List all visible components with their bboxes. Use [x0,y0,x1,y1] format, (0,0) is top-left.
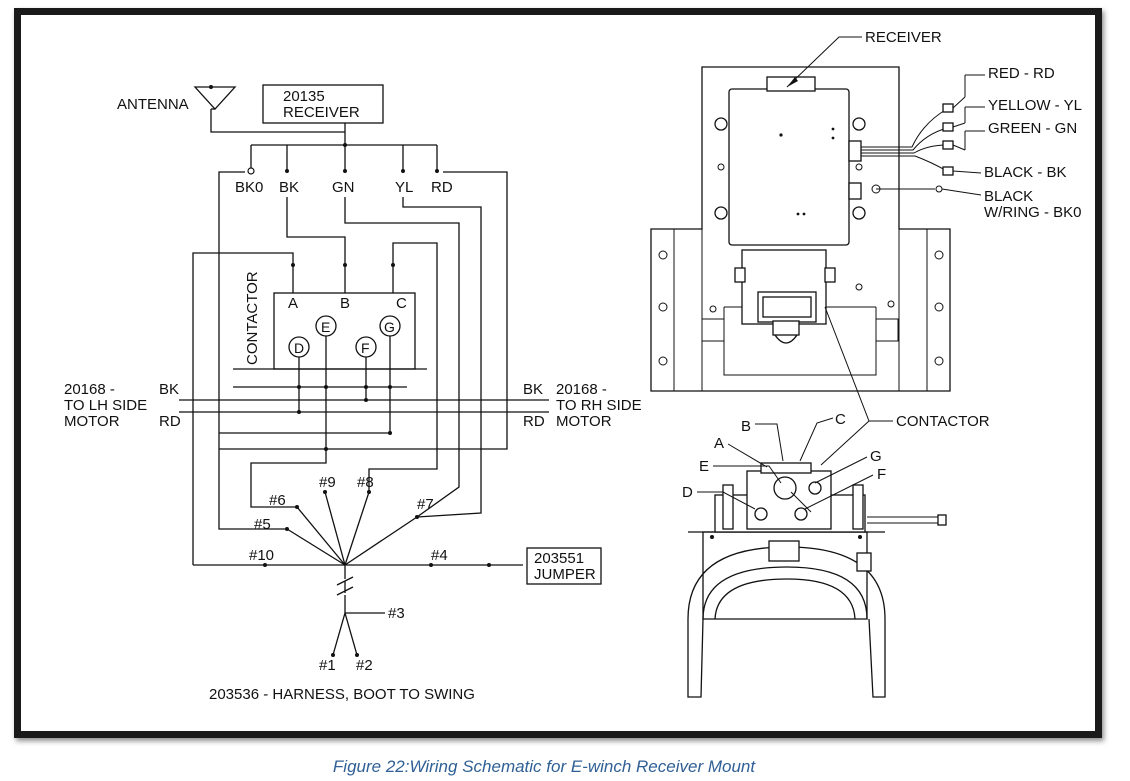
pin-bk0: BK0 [235,179,263,196]
receiver-part-no: 20135 [283,88,325,105]
mount-terminal-d: D [682,484,693,501]
antenna-label: ANTENNA [117,96,189,113]
receiver-unit [714,76,881,246]
mount-terminal-g: G [870,448,882,465]
receiver-leader [786,36,862,88]
wiring-diagram: ANTENNA 20135 RECEIVER BK0 BK GN YL RD [64,29,1082,703]
harness-pin-8: #8 [357,474,374,491]
wire-label-black-ring-2: W/RING - BK0 [984,204,1082,221]
motor-lines [179,386,549,413]
contactor-assembly [687,462,947,698]
contactor-label: CONTACTOR [244,271,261,365]
left-motor-part: 20168 - [64,381,115,398]
terminal-d: D [294,340,304,356]
schematic: ANTENNA 20135 RECEIVER BK0 BK GN YL RD [64,84,642,703]
connector-block [709,249,895,344]
harness-pin-9: #9 [319,474,336,491]
harness-pin-2: #2 [356,657,373,674]
contactor-leader [820,306,893,466]
receiver-wires [192,171,508,565]
left-motor-rd: RD [159,413,181,430]
harness-pin-5: #5 [254,516,271,533]
terminal-a: A [288,295,298,312]
right-motor-line2: TO RH SIDE [556,397,642,414]
wire-label-green: GREEN - GN [988,120,1077,137]
terminal-b: B [340,295,350,312]
terminal-f: F [361,340,370,356]
figure-frame: ANTENNA 20135 RECEIVER BK0 BK GN YL RD [14,8,1102,738]
terminal-leaders [697,417,874,510]
contactor-callout: CONTACTOR [896,413,990,430]
jumper-box [526,547,602,585]
terminal-wires [219,336,392,451]
receiver-box [262,84,384,124]
harness-pin-10: #10 [249,547,274,564]
left-motor-line3: MOTOR [64,413,120,430]
wire-label-red: RED - RD [988,65,1055,82]
wire-label-yellow: YELLOW - YL [988,97,1082,114]
jumper-part-no: 203551 [534,550,584,567]
harness-pin-4: #4 [431,547,448,564]
pin-bk: BK [279,179,299,196]
left-motor-line2: TO LH SIDE [64,397,147,414]
right-motor-part: 20168 - [556,381,607,398]
color-wires [861,74,985,196]
receiver-bus [247,123,439,175]
pin-yl: YL [395,179,413,196]
right-motor-bk: BK [523,381,543,398]
antenna-symbol [193,85,345,133]
mount-terminal-c: C [835,411,846,428]
mount-terminal-e: E [699,458,709,475]
pin-rd: RD [431,179,453,196]
pin-gn: GN [332,179,355,196]
receiver-callout: RECEIVER [865,29,942,46]
terminal-c: C [396,295,407,312]
jumper-name: JUMPER [534,566,596,583]
left-motor-bk: BK [159,381,179,398]
terminal-e: E [321,319,330,335]
mount-terminal-f: F [877,466,886,483]
receiver-name: RECEIVER [283,104,360,121]
harness-pin-3: #3 [388,605,405,622]
harness-label: 203536 - HARNESS, BOOT TO SWING [209,686,475,703]
harness-pin-7: #7 [417,496,434,513]
right-motor-rd: RD [523,413,545,430]
mount-terminal-b: B [741,418,751,435]
figure-caption: Figure 22:Wiring Schematic for E-winch R… [332,757,756,776]
terminal-g: G [384,319,395,335]
right-motor-line3: MOTOR [556,413,612,430]
wire-label-black: BLACK - BK [984,164,1067,181]
harness-pin-6: #6 [269,492,286,509]
wire-label-black-ring-1: BLACK [984,188,1033,205]
mount-terminal-a: A [714,435,724,452]
mount-drawing: RED - RD YELLOW - YL GREEN - GN BLACK - … [650,29,1082,698]
harness-fan [193,449,523,657]
harness-pin-1: #1 [319,657,336,674]
